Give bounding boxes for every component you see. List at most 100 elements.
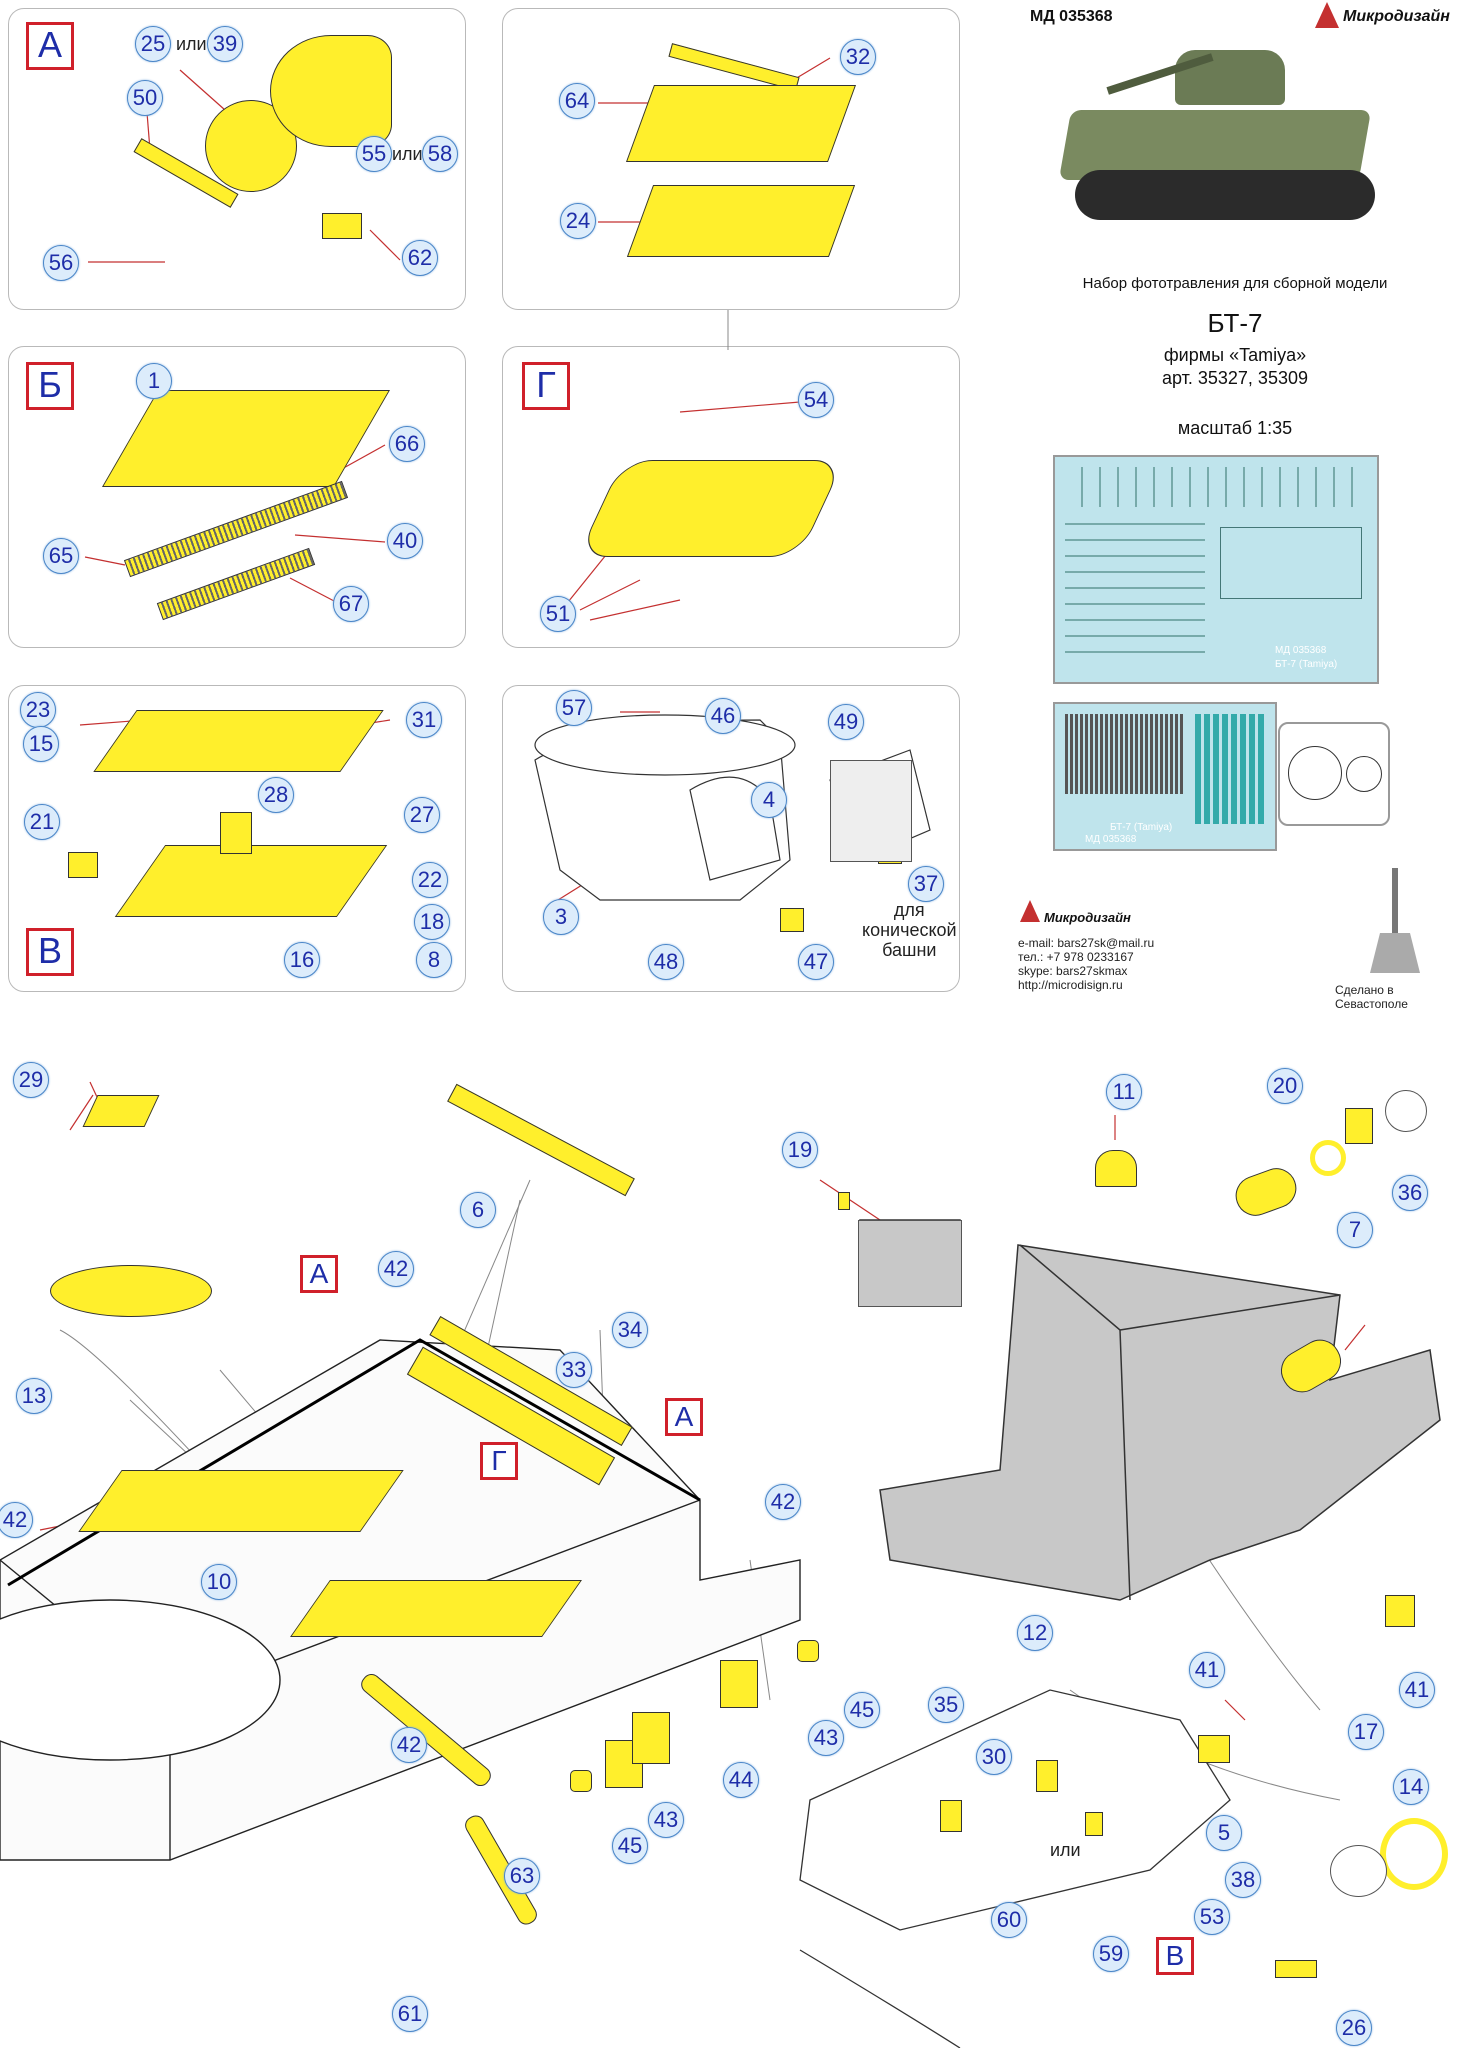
part-number: 42: [0, 1502, 33, 1538]
part-number: 6: [460, 1192, 496, 1228]
section-v-ref: В: [1156, 1937, 1194, 1975]
part-number: 36: [1392, 1175, 1428, 1211]
part-45-hex-2: [570, 1770, 592, 1792]
part-number: 7: [1337, 1212, 1373, 1248]
contact-skype: skype: bars27skmax: [1018, 964, 1128, 978]
part-19-hook: [838, 1192, 850, 1210]
fret-sheet-1: МД 035368 БТ-7 (Tamiya): [1053, 455, 1379, 684]
part-number: 31: [406, 702, 442, 738]
part-number: 18: [414, 904, 450, 940]
part-number: 21: [24, 804, 60, 840]
section-a-marker: А: [26, 22, 74, 70]
light-housing: [1330, 1845, 1387, 1897]
tank-photo: [1045, 30, 1385, 230]
part-43-plate: [720, 1660, 758, 1708]
part-number: 26: [1336, 2010, 1372, 2046]
contact-website: http://microdisign.ru: [1018, 978, 1123, 992]
part-b-box-right: [290, 1580, 582, 1637]
fret-label: МД 035368: [1275, 645, 1327, 656]
or-label: или: [176, 34, 207, 54]
part-41-plate: [1385, 1595, 1415, 1627]
fret-label: БТ-7 (Tamiya): [1275, 659, 1338, 670]
part-number: 33: [556, 1352, 592, 1388]
part-number: 50: [127, 80, 163, 116]
part-number: 37: [908, 866, 944, 902]
kit-code: МД 035368: [1030, 8, 1113, 25]
brand-name: Микродизайн: [1343, 8, 1450, 25]
part-number: 48: [648, 944, 684, 980]
part-number: 42: [765, 1484, 801, 1520]
part-number: 58: [422, 136, 458, 172]
part-26-bracket: [1275, 1960, 1317, 1978]
section-b-marker: Б: [26, 362, 74, 410]
part-13-ring: [50, 1265, 212, 1317]
part-number: 60: [991, 1902, 1027, 1938]
part-number: 65: [43, 538, 79, 574]
part-number: 45: [844, 1692, 880, 1728]
part-number: 30: [976, 1739, 1012, 1775]
part-number: 5: [1206, 1815, 1242, 1851]
part-number: 24: [560, 203, 596, 239]
monument-icon: [1370, 868, 1420, 978]
part-number: 17: [1348, 1714, 1384, 1750]
part-number: 61: [392, 1996, 428, 2032]
model-article: арт. 35327, 35309: [1162, 368, 1308, 388]
part-number: 32: [840, 39, 876, 75]
part-number: 63: [504, 1858, 540, 1894]
section-a-ref-2: А: [665, 1398, 703, 1436]
part-31-cover: [93, 710, 384, 772]
part-number: 64: [559, 83, 595, 119]
section-g-ref: Г: [480, 1442, 518, 1480]
part-number: 41: [1399, 1672, 1435, 1708]
part-number: 42: [378, 1251, 414, 1287]
part-number: 51: [540, 596, 576, 632]
part-number: 49: [828, 704, 864, 740]
kit-scale: масштаб 1:35: [1177, 418, 1293, 438]
part-number: 1: [136, 363, 172, 399]
exhaust-cap: [1385, 1090, 1427, 1132]
part-number: 20: [1267, 1068, 1303, 1104]
model-maker: фирмы «Tamiya»: [1163, 345, 1307, 365]
part-number: 8: [416, 942, 452, 978]
part-number: 14: [1393, 1769, 1429, 1805]
fret-sheet-2: БТ-7 (Tamiya) МД 035368: [1053, 702, 1277, 851]
model-name: БТ-7: [1207, 308, 1263, 338]
part-41-plate-2: [1198, 1735, 1230, 1763]
part-number: 40: [387, 523, 423, 559]
conical-turret-note: для конической башни: [862, 900, 957, 960]
part-number: 57: [556, 690, 592, 726]
section-g-marker: Г: [522, 362, 570, 410]
made-in: Сделано в Севастополе: [1335, 983, 1408, 1011]
part-number: 47: [798, 944, 834, 980]
part-36-ring: [1310, 1140, 1346, 1176]
hull-rear-plate: [858, 1220, 962, 1307]
part-number: 54: [798, 382, 834, 418]
part-number: 12: [1017, 1615, 1053, 1651]
part-number: 62: [402, 240, 438, 276]
part-number: 23: [20, 692, 56, 728]
part-64-frame: [625, 85, 857, 162]
part-number: 11: [1106, 1074, 1142, 1110]
part-number: 46: [705, 698, 741, 734]
turret-side-plate: [830, 760, 912, 862]
contact-logo-icon: [1020, 900, 1040, 922]
part-number: 27: [404, 797, 440, 833]
part-number: 67: [333, 586, 369, 622]
part-35-clamp: [940, 1800, 962, 1832]
part-number: 29: [13, 1062, 49, 1098]
part-24-frame: [626, 185, 856, 257]
part-number: 35: [928, 1687, 964, 1723]
part-number: 4: [751, 782, 787, 818]
part-number: 16: [284, 942, 320, 978]
part-14-ring: [1380, 1818, 1448, 1890]
part-number: 53: [1194, 1899, 1230, 1935]
fret-label: МД 035368: [1085, 834, 1137, 845]
kit-subtitle: Набор фототравления для сборной модели: [1082, 275, 1388, 292]
contact-brand: Микродизайн: [1044, 910, 1131, 925]
part-number: 55: [356, 136, 392, 172]
section-v-marker: В: [26, 928, 74, 976]
section-a-ref: А: [300, 1255, 338, 1293]
part-number: 39: [207, 26, 243, 62]
part-11-bracket: [1095, 1150, 1137, 1187]
part-number: 56: [43, 245, 79, 281]
